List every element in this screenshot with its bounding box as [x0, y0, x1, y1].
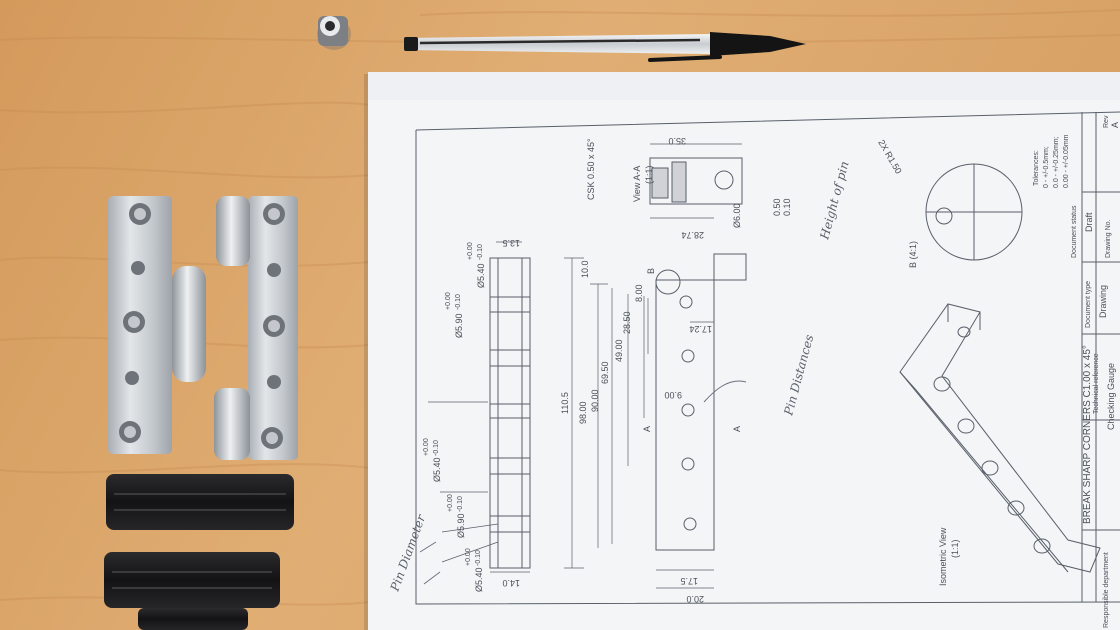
tol-plus-2: +0.00: [445, 292, 452, 310]
tol-minus-3: -0.10: [433, 440, 440, 456]
dim-1105: 110.5: [560, 392, 570, 414]
ballpoint-pen: [404, 32, 806, 62]
label-a-right: A: [732, 426, 742, 432]
hole-callout-590-bot: Ø5.90: [456, 513, 466, 538]
tol-minus-4: -0.10: [457, 496, 464, 512]
dim-100: 10.0: [580, 260, 590, 278]
note-csk: CSK 0.50 x 45°: [586, 138, 596, 200]
hole-callout-540-top: Ø5.40: [476, 263, 486, 288]
engineering-drawing-sheet: View A-A (1:1) B (4:1) Isometric View (1…: [368, 72, 1120, 630]
tolerances-line-3: 0.00 - +/-0.05mm: [1063, 134, 1070, 188]
side-view: [489, 257, 531, 569]
tolerances-line-1: 0 - +/-0.5mm;: [1043, 146, 1050, 188]
section-view-aa: [649, 157, 743, 205]
metal-nut: [317, 16, 351, 50]
hole-callout-590-top: Ø5.90: [454, 313, 464, 338]
dim-2874: 28.74: [681, 230, 704, 240]
dim-9000: 90.00: [590, 389, 600, 412]
tol-plus-4: +0.00: [447, 494, 454, 512]
tol-minus-1: -0.10: [477, 244, 484, 260]
doc-type-value: Drawing: [1098, 285, 1108, 318]
dim-175: 17.5: [680, 576, 698, 586]
drawing-no-label: Drawing No.: [1105, 219, 1112, 258]
handwritten-leaders: [419, 380, 747, 585]
tol-plus-5: +0.00: [465, 548, 472, 566]
tol-minus-2: -0.10: [455, 294, 462, 310]
dim-1724: 17.24: [689, 324, 712, 334]
rev-label: Rev: [1103, 115, 1110, 128]
hinge-right-leaf: [214, 196, 298, 460]
drawing-border: [415, 111, 1120, 605]
hole-callout-540-bot: Ø5.40: [474, 567, 484, 592]
note-break-corners: BREAK SHARP CORNERS C1.00 x 45°: [1082, 345, 1093, 524]
front-view: [655, 253, 747, 551]
dim-140: 14.0: [502, 578, 520, 588]
dim-2850: 28.50: [622, 311, 632, 334]
tolerances-label: Tolerances:: [1033, 150, 1040, 186]
tol-plus-3: +0.00: [423, 438, 430, 456]
wood-grain: [0, 9, 1120, 606]
iso-title: Isometric View: [938, 527, 948, 586]
dim-35: 35.0: [668, 136, 686, 146]
doc-status-label: Document status: [1071, 205, 1078, 258]
dim-900: 9.00: [664, 390, 682, 400]
isometric-view: [899, 303, 1101, 573]
rubber-seal-strips: [104, 474, 294, 630]
dim-9800: 98.00: [578, 401, 588, 424]
paper: [368, 72, 1120, 630]
iso-scale: (1:1): [950, 539, 960, 558]
responsible-dept-label: Responsible department: [1103, 552, 1110, 628]
dimension-lines: [428, 143, 742, 589]
doc-status-value: Draft: [1084, 212, 1094, 232]
tol-minus-5: -0.10: [475, 550, 482, 566]
view-aa-title: View A-A: [632, 166, 642, 202]
tech-ref-label: Technical reference: [1093, 353, 1100, 414]
dim-6950: 69.50: [600, 361, 610, 384]
label-a-left: A: [642, 426, 652, 432]
hinge-left-leaf: [108, 196, 206, 454]
tech-ref-value: Checking Gauge: [1106, 363, 1116, 430]
dim-600: Ø6.00: [732, 203, 742, 228]
view-b-title: B (4:1): [908, 241, 918, 268]
hole-callout-540-mid: Ø5.40: [432, 457, 442, 482]
rev-value: A: [1110, 122, 1120, 128]
label-b: B: [646, 268, 656, 274]
doc-type-label: Document type: [1085, 281, 1092, 328]
view-aa-scale: (1:1): [644, 165, 654, 184]
tolerances-line-2: 0.0 - +/-0.25mm;: [1053, 136, 1060, 188]
dim-4900: 49.00: [614, 339, 624, 362]
tol-plus-1: +0.00: [467, 242, 474, 260]
dim-135: 13.5: [502, 238, 520, 248]
title-block: [1081, 112, 1120, 602]
dim-800: 8.00: [634, 284, 644, 302]
dim-010: 0.10: [782, 198, 792, 216]
dim-050: 0.50: [772, 198, 782, 216]
dim-200: 20.0: [686, 594, 704, 604]
detail-view-b: [925, 163, 1023, 261]
